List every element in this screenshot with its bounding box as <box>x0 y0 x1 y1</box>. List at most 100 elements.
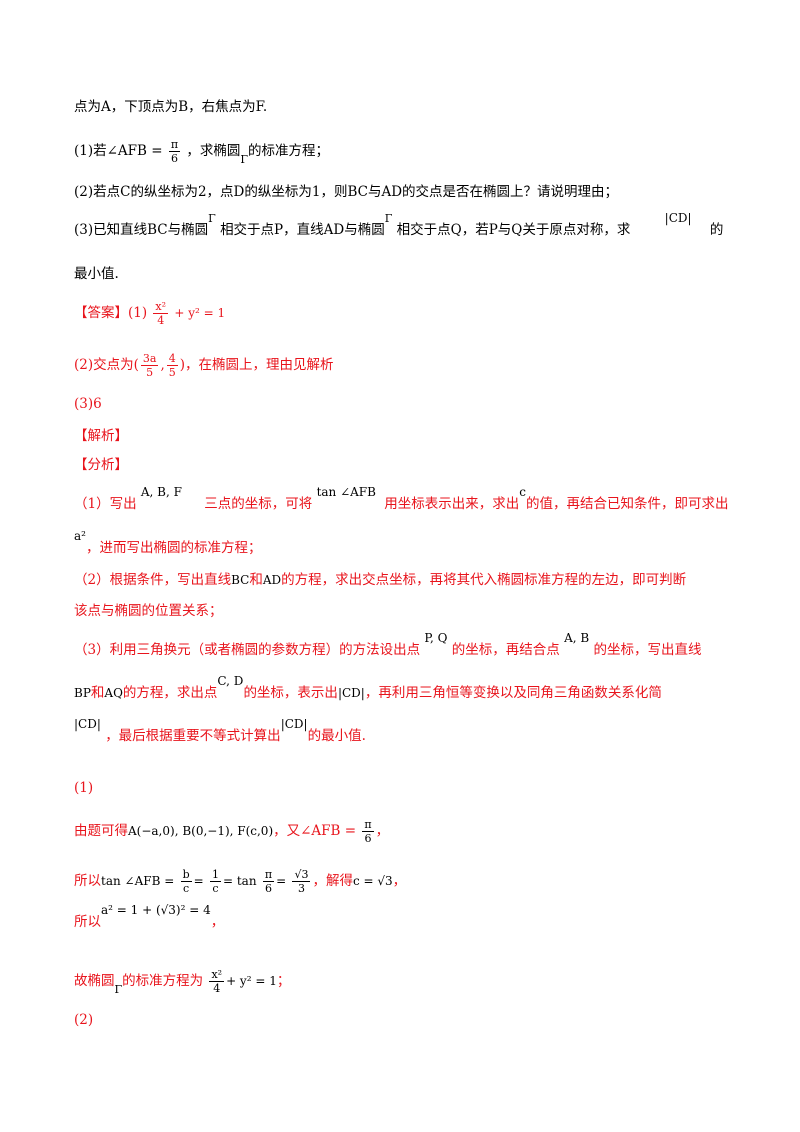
s1-l2-d3: 6 <box>264 882 272 895</box>
gamma-symbol: Γ <box>208 212 216 225</box>
answer-2-num-1: 3a <box>140 352 159 366</box>
analysis-p2-line2: 该点与椭圆的位置关系； <box>74 603 223 619</box>
answer-label: 【答案】 <box>74 305 128 321</box>
p3-text-f: 的坐标，表示出 <box>243 685 338 701</box>
p3-text-e: 的方程，求出点 <box>122 685 218 701</box>
p3-aq: AQ <box>104 686 123 700</box>
p3-cd-abs: |CD| <box>337 686 365 700</box>
p3-cd: C, D <box>217 674 244 688</box>
s1-l2-eq2: = tan <box>222 874 257 888</box>
p1-abf: A, B, F <box>140 485 182 499</box>
p3-ab: A, B <box>564 631 590 645</box>
p1-text-d: 的值，再结合已知条件，即可求出 <box>525 496 729 512</box>
problem-q2: (2)若点C的纵坐标为2，点D的纵坐标为1，则BC与AD的交点是否在椭圆上？请说… <box>74 184 619 200</box>
s1-l2-d4: 3 <box>297 882 305 895</box>
p3-text-c: 的坐标，写出直线 <box>593 642 702 658</box>
s1-l4-text-b: 的标准方程为 <box>122 973 204 989</box>
q3-part-c: 相交于点Q，若P与Q关于原点对称，求 <box>396 222 631 238</box>
s1-l2-c: c = √3 <box>352 874 393 888</box>
s1-l2-text-a: 所以 <box>74 873 101 889</box>
answer-1-den: 4 <box>157 314 165 327</box>
solution-line-3: 所以a² = 1 + (√3)² = 4， <box>74 903 224 932</box>
q1-frac-den: 6 <box>170 152 178 165</box>
s1-l3-eq: a² = 1 + (√3)² = 4 <box>101 903 211 917</box>
s1-l2-eq3: = <box>276 874 287 888</box>
s1-l2-d2: c <box>212 882 219 895</box>
p3-cd-abs-3: |CD| <box>280 717 308 731</box>
s1-l2-end: ， <box>392 873 407 889</box>
answer-1-suffix: + y² = 1 <box>174 306 226 320</box>
s1-l2-n2: 1 <box>209 868 221 882</box>
p3-text-a: （3）利用三角换元（或者椭圆的参数方程）的方法设出点 <box>74 642 421 658</box>
s1-l1-num: π <box>362 818 374 832</box>
p3-text-i: 的最小值. <box>307 728 366 744</box>
s1-l2-d1: c <box>183 882 190 895</box>
s1-l2-n1: b <box>180 868 192 882</box>
s1-l4-text-a: 故椭圆 <box>74 973 115 989</box>
problem-line-1: 点为A，下顶点为B，右焦点为F. <box>74 99 268 115</box>
gamma-symbol: Γ <box>240 153 249 166</box>
analysis-p1-line1: （1）写出 A, B, F 三点的坐标，可将 tan ∠AFB 用坐标表示出来，… <box>74 485 729 514</box>
s1-l4-c: + y² = 1 <box>226 974 277 988</box>
answer-2-comma: , <box>160 357 165 373</box>
s1-l4-num: x² <box>209 968 225 982</box>
analysis-p2-line1: （2）根据条件，写出直线BC和AD的方程，求出交点坐标，再将其代入椭圆标准方程的… <box>74 570 686 590</box>
p3-text-b: 的坐标，再结合点 <box>451 642 560 658</box>
q3-part-b: 相交于点P，直线AD与椭圆 <box>220 222 385 238</box>
p1-text-a: （1）写出 <box>74 496 137 512</box>
s1-l2-text-b: ，解得 <box>312 873 353 889</box>
p2-bc: BC <box>231 573 250 587</box>
gamma-symbol: Γ <box>114 983 123 996</box>
p3-pq: P, Q <box>424 631 448 645</box>
problem-q3: (3)已知直线BC与椭圆Γ 相交于点P，直线AD与椭圆Γ 相交于点Q，若P与Q关… <box>74 211 724 241</box>
solution-part-2-label: (2) <box>74 1012 94 1028</box>
jiexi-label: 【解析】 <box>74 428 128 444</box>
p1-text-b: 三点的坐标，可将 <box>204 496 313 512</box>
problem-q3-line2: 最小值. <box>74 266 119 282</box>
s1-l1-coords: A(−a,0), B(0,−1), F(c,0) <box>128 824 274 838</box>
q3-part-d: 的 <box>709 222 724 238</box>
q1-frac-num: π <box>168 138 181 152</box>
s1-l3-text-a: 所以 <box>74 914 101 930</box>
p3-cd-abs-2: |CD| <box>74 717 101 731</box>
s1-l2-n4: √3 <box>292 868 311 882</box>
answer-2-den-2: 5 <box>168 366 176 379</box>
q3-part-a: (3)已知直线BC与椭圆 <box>74 222 209 238</box>
q1-suffix: 的标准方程； <box>248 143 330 159</box>
analysis-p3-line1: （3）利用三角换元（或者椭圆的参数方程）的方法设出点 P, Q 的坐标，再结合点… <box>74 631 702 660</box>
analysis-p3-line3: |CD| ，最后根据重要不等式计算出|CD|的最小值. <box>74 717 366 746</box>
s1-l2-tan: tan ∠AFB = <box>101 874 175 888</box>
p3-text-h: ，最后根据重要不等式计算出 <box>105 728 281 744</box>
solution-part-1-label: (1) <box>74 780 94 796</box>
answer-2-den-1: 5 <box>146 366 154 379</box>
p2-ad: AD <box>262 573 282 587</box>
answer-2-suffix: )，在椭圆上，理由见解析 <box>179 357 334 373</box>
analysis-p3-line2: BP和AQ的方程，求出点C, D的坐标，表示出|CD|，再利用三角恒等变换以及同… <box>74 674 662 703</box>
s1-l1-text-b: ，又∠AFB = <box>273 823 357 839</box>
answer-3: (3)6 <box>74 396 102 412</box>
p3-text-g: ，再利用三角恒等变换以及同角三角函数关系化简 <box>364 685 662 701</box>
answer-2-prefix: (2)交点为( <box>74 357 139 373</box>
p2-text-b: 和 <box>249 572 263 588</box>
s1-l4-den: 4 <box>213 982 221 995</box>
p1-text-e: ，进而写出椭圆的标准方程； <box>85 540 262 556</box>
analysis-p1-line2: a²，进而写出椭圆的标准方程； <box>74 529 262 558</box>
gamma-symbol: Γ <box>384 212 393 225</box>
p3-bp: BP <box>74 686 91 700</box>
p2-text-c: 的方程，求出交点坐标，再将其代入椭圆标准方程的左边，即可判断 <box>281 572 687 588</box>
s1-l1-end: ， <box>375 823 390 839</box>
q1-prefix: (1)若∠AFB = <box>74 143 163 159</box>
